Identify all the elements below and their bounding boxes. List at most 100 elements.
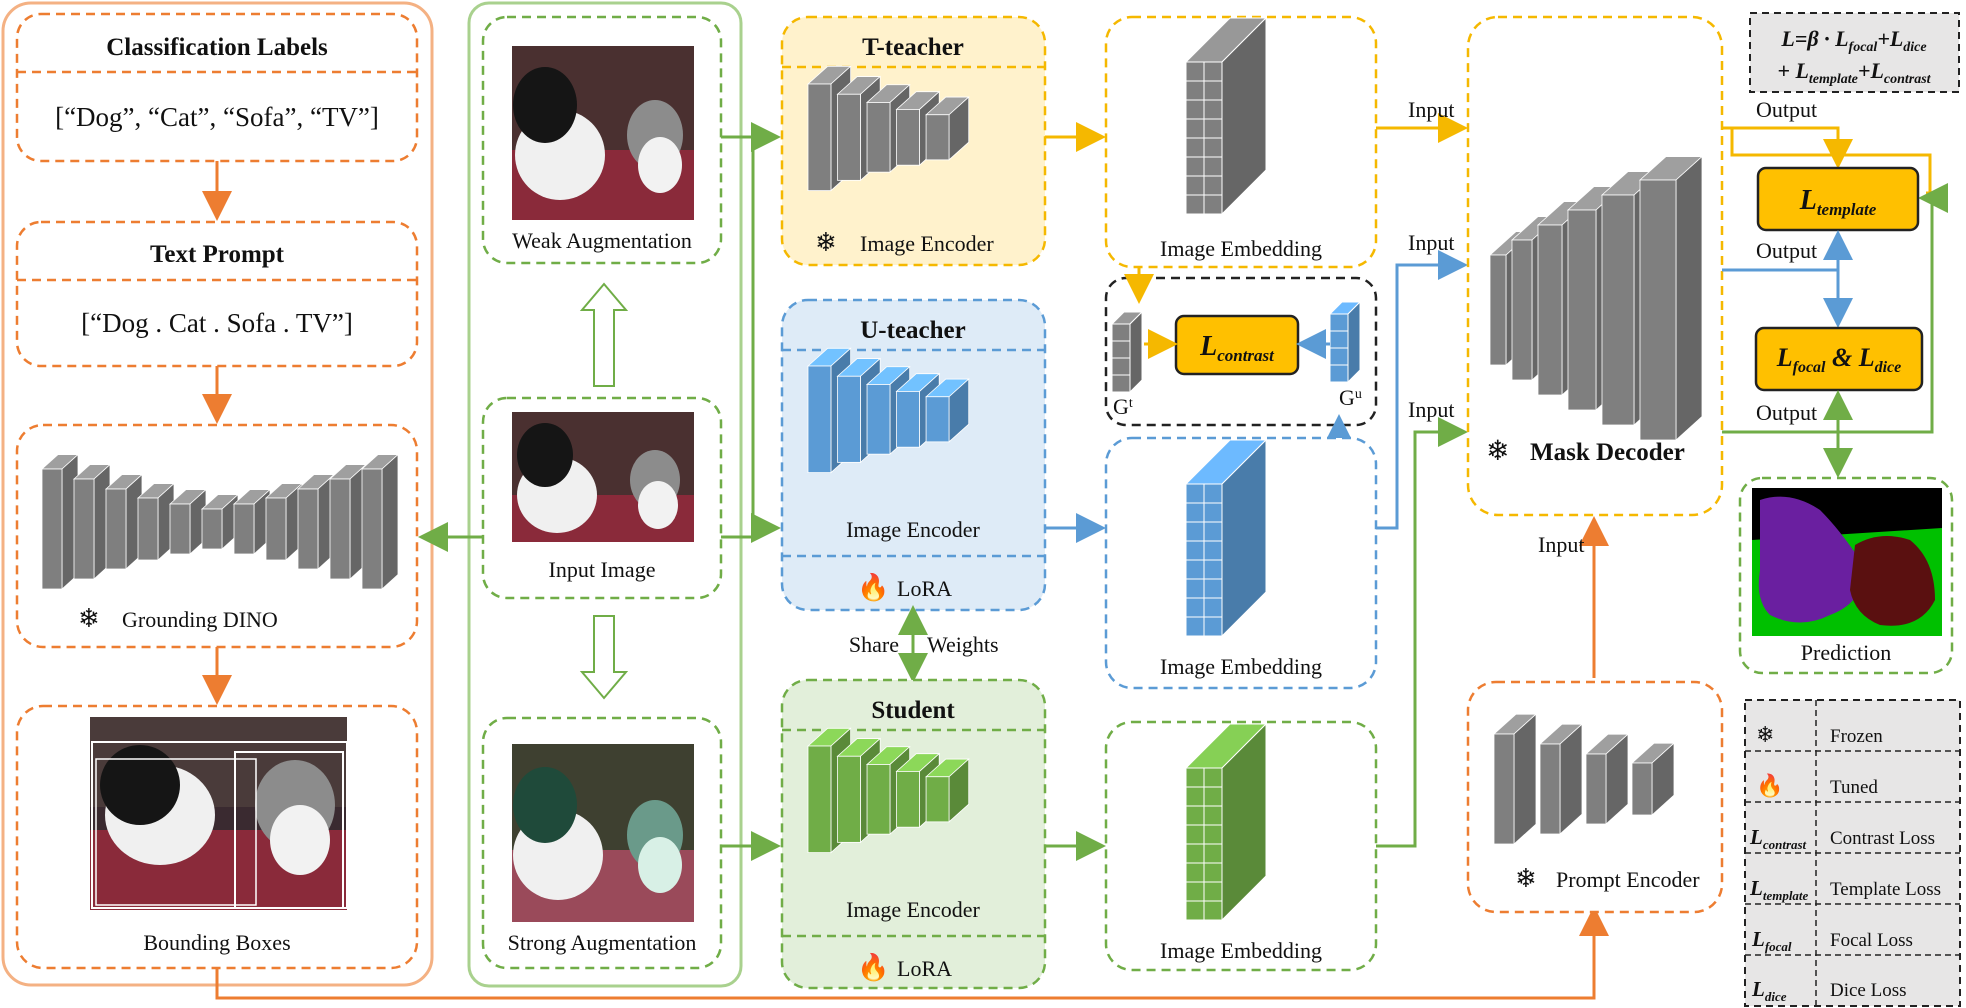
prompt-encoder-label: Prompt Encoder	[1556, 867, 1700, 892]
layer-front	[807, 83, 832, 191]
layer-front	[137, 497, 159, 561]
bounding-boxes-label: Bounding Boxes	[143, 930, 290, 955]
grid-cell	[1185, 483, 1205, 504]
student-encoder-icon	[806, 727, 970, 854]
grid-cell	[1185, 900, 1205, 921]
layer-front	[1585, 753, 1607, 825]
grid-cell	[1185, 862, 1205, 883]
t-teacher-encoder-icon	[806, 65, 970, 192]
layer-front	[1631, 762, 1653, 816]
decoder-column: ❄ Mask Decoder Input ❄ Prompt Encoder	[1466, 15, 1948, 914]
grid-cell	[1111, 357, 1131, 376]
u-teacher-lora-label: LoRA	[897, 576, 952, 601]
output-label-yellow: Output	[1756, 97, 1817, 122]
fire-icon: 🔥	[857, 572, 889, 602]
grid-cell	[1185, 597, 1205, 618]
grid-cell	[1185, 156, 1205, 177]
s-embedding-grid	[1184, 722, 1268, 922]
text-prompt-title: Text Prompt	[150, 241, 285, 268]
grid-cell	[1111, 374, 1131, 393]
layer-side	[381, 453, 399, 590]
text-prompt-value: [“Dog . Cat . Sofa . TV”]	[81, 308, 353, 338]
grid-cell	[1329, 347, 1349, 366]
classification-labels-title: Classification Labels	[106, 34, 328, 61]
prediction-mask-image	[1752, 488, 1942, 636]
left-column: Classification Labels [“Dog”, “Cat”, “So…	[1, 1, 1609, 1000]
grid-cell	[1185, 881, 1205, 902]
layer-front	[866, 102, 891, 173]
grid-cell	[1185, 194, 1205, 215]
grid-cell	[1203, 156, 1223, 177]
grid-cell	[1203, 616, 1223, 637]
legend-dice-text: Dice Loss	[1830, 980, 1907, 1001]
grid-cell	[1203, 824, 1223, 845]
classification-labels-box	[15, 12, 419, 163]
layer-front	[1539, 743, 1561, 835]
layer-front	[329, 478, 351, 580]
grounding-dino-network-icon	[40, 453, 400, 590]
hollow-arrow-down	[579, 615, 629, 700]
grid-cell	[1203, 137, 1223, 158]
weak-augmentation-label: Weak Augmentation	[512, 228, 692, 253]
grid-cell	[1203, 61, 1223, 82]
grid-cell	[1203, 862, 1223, 883]
classification-labels-values: [“Dog”, “Cat”, “Sofa”, “TV”]	[55, 102, 379, 132]
grid-cell	[1185, 99, 1205, 120]
grid-cell	[1203, 767, 1223, 788]
layer-front	[1567, 209, 1597, 411]
grid-cell	[1203, 175, 1223, 196]
layer-front	[1537, 224, 1563, 396]
weak-augmentation-image	[512, 46, 694, 220]
legend-frozen-icon: ❄	[1756, 722, 1774, 747]
input-label-orange: Input	[1538, 532, 1584, 557]
grid-cell	[1203, 483, 1223, 504]
grid-cell	[1185, 805, 1205, 826]
input-label-blue: Input	[1408, 230, 1454, 255]
s-embedding-label: Image Embedding	[1160, 938, 1322, 963]
legend: ❄ 🔥 Lcontrast Ltemplate Lfocal Ldice Fro…	[1744, 699, 1961, 1007]
layer-front	[297, 488, 319, 570]
layer-front	[73, 478, 95, 580]
layer-front	[1639, 179, 1677, 441]
legend-focal-text: Focal Loss	[1830, 930, 1913, 951]
u-teacher-encoder-icon	[806, 347, 970, 474]
prompt-encoder-network-icon	[1492, 713, 1676, 845]
legend-tuned-icon: 🔥	[1756, 773, 1783, 798]
grid-cell	[1111, 323, 1131, 342]
layer-front	[105, 488, 127, 570]
u-teacher-title: U-teacher	[860, 317, 966, 344]
strong-augmentation-label: Strong Augmentation	[508, 930, 697, 955]
grid-cell	[1185, 61, 1205, 82]
layer-front	[866, 764, 891, 835]
layer-front	[1493, 733, 1515, 845]
grounding-dino-label: Grounding DINO	[122, 607, 278, 632]
layer-front	[896, 391, 920, 448]
share-label: Share	[849, 632, 899, 657]
layer-side	[1513, 713, 1537, 845]
layer-front	[837, 755, 861, 843]
input-image	[512, 412, 694, 542]
template-loss-label: Ltemplate	[1799, 185, 1877, 219]
layer-front	[1511, 239, 1533, 381]
u-embedding-label: Image Embedding	[1160, 654, 1322, 679]
grid-cell	[1203, 99, 1223, 120]
t-teacher-title: T-teacher	[862, 34, 964, 61]
layer-front	[866, 384, 891, 455]
layer-side	[1559, 723, 1583, 835]
grid-cell	[1185, 616, 1205, 637]
contrast-loss-node	[1174, 314, 1300, 376]
grid-cell	[1203, 597, 1223, 618]
gt-label: Gt	[1113, 394, 1133, 419]
fire-icon: 🔥	[857, 952, 889, 982]
snowflake-icon: ❄	[78, 604, 100, 633]
gu-cube	[1328, 300, 1362, 384]
layer-front	[837, 93, 861, 181]
layer-front	[233, 503, 255, 555]
grid-cell	[1329, 364, 1349, 383]
layer-front	[201, 508, 223, 550]
layer-front	[1489, 254, 1507, 366]
grid-cell	[1185, 502, 1205, 523]
layer-front	[896, 771, 920, 828]
loss-formula-line1: L=β · Lfocal+Ldice	[1780, 26, 1926, 55]
u-embedding-grid	[1184, 438, 1268, 638]
